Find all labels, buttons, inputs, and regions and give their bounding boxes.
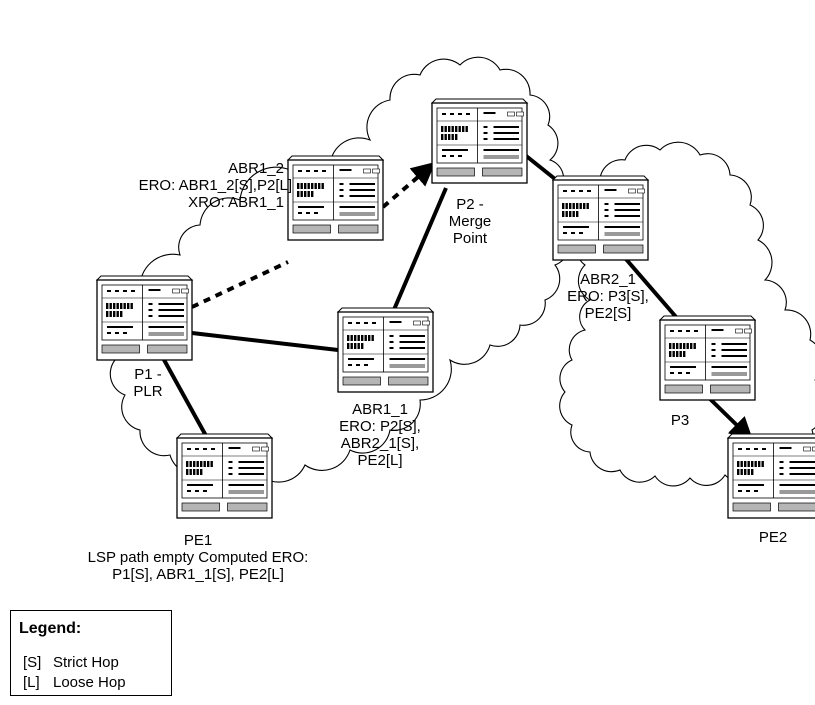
- label-line: ERO: P3[S],: [548, 288, 668, 305]
- router-pe1: [177, 434, 272, 518]
- label-line: PE2[L]: [320, 452, 440, 469]
- label-line: LSP path empty Computed ERO:: [68, 549, 328, 566]
- legend: Legend: [S]Strict Hop [L]Loose Hop: [10, 610, 172, 696]
- legend-row-loose: [L]Loose Hop: [23, 674, 126, 691]
- label-line: Merge: [435, 213, 505, 230]
- label-pe1: PE1 LSP path empty Computed ERO: P1[S], …: [68, 532, 328, 583]
- label-abr2-1: ABR2_1 ERO: P3[S], PE2[S]: [548, 271, 668, 322]
- label-line: P1 -: [118, 366, 178, 383]
- label-line: PE2: [748, 529, 798, 546]
- label-line: P1[S], ABR1_1[S], PE2[L]: [68, 566, 328, 583]
- label-line: P2 -: [435, 196, 505, 213]
- label-line: ABR1_1: [320, 401, 440, 418]
- label-line: P3: [660, 412, 700, 429]
- label-line: Point: [435, 230, 505, 247]
- legend-code: [S]: [23, 654, 53, 671]
- label-line: ABR2_1[S],: [320, 435, 440, 452]
- label-line: XRO: ABR1_1: [132, 194, 292, 211]
- legend-text: Strict Hop: [53, 654, 119, 671]
- router-p2: [432, 99, 527, 183]
- label-p1: P1 - PLR: [118, 366, 178, 400]
- legend-title: Legend:: [19, 620, 81, 638]
- label-p3: P3: [660, 412, 700, 429]
- label-line: ERO: P2[S],: [320, 418, 440, 435]
- router-p3: [660, 316, 755, 400]
- label-abr1-1: ABR1_1 ERO: P2[S], ABR2_1[S], PE2[L]: [320, 401, 440, 469]
- label-line: PE1: [68, 532, 328, 549]
- label-p2: P2 - Merge Point: [435, 196, 505, 247]
- label-line: PE2[S]: [548, 305, 668, 322]
- router-pe2: [728, 434, 815, 518]
- legend-row-strict: [S]Strict Hop: [23, 654, 119, 671]
- legend-text: Loose Hop: [53, 674, 126, 691]
- label-abr1-2: ABR1_2 ERO: ABR1_2[S],P2[L] XRO: ABR1_1: [132, 160, 292, 211]
- label-line: PLR: [118, 383, 178, 400]
- label-line: ABR1_2: [132, 160, 292, 177]
- legend-code: [L]: [23, 674, 53, 691]
- label-pe2: PE2: [748, 529, 798, 546]
- label-line: ABR2_1: [548, 271, 668, 288]
- router-abr1-2: [288, 156, 383, 240]
- label-line: ERO: ABR1_2[S],P2[L]: [132, 177, 292, 194]
- router-abr2-1: [553, 176, 648, 260]
- router-abr1-1: [338, 308, 433, 392]
- router-p1: [97, 276, 192, 360]
